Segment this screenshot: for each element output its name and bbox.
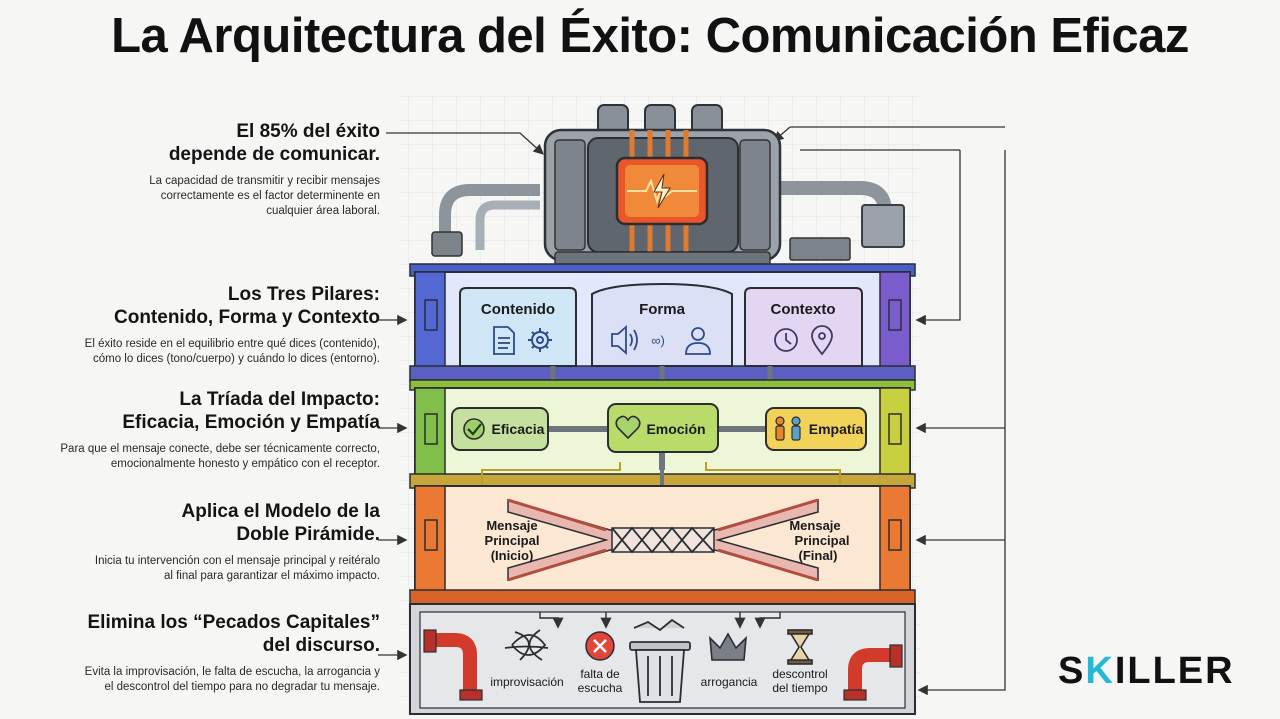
section-heading: Eficacia, Emoción y Empatía (122, 412, 380, 433)
section-body: Inicia tu intervención con el mensaje pr… (94, 555, 380, 567)
section-triad: La Tríada del Impacto:Eficacia, Emoción … (20, 388, 380, 472)
triad-emocion: Emoción (607, 403, 719, 453)
pyramid-label-right: Mensaje Principal (Final) (789, 518, 849, 563)
level-pillars: Contenido Forma ∞) Contexto (409, 263, 916, 381)
section-body: La capacidad de transmitir y recibir men… (149, 175, 380, 187)
sin-label: arrogancia (701, 675, 758, 689)
section-heading: La Tríada del Impacto: (179, 389, 380, 410)
pillar-contenido: Contenido (459, 287, 577, 367)
tangle-icon (504, 629, 549, 661)
level-triad: Eficacia Emoción Empatía (409, 379, 916, 489)
pillar-forma: Forma ∞) (591, 282, 733, 367)
red-pipe-left (423, 629, 483, 701)
sin-label: falta de (580, 667, 620, 681)
section-body: el descontrol del tiempo para no degrada… (104, 681, 380, 693)
hourglass-icon (787, 629, 813, 665)
triad-label: Eficacia (492, 421, 545, 437)
section-heading: Contenido, Forma y Contexto (114, 307, 380, 328)
red-pipe-right (843, 644, 903, 701)
page-title: La Arquitectura del Éxito: Comunicación … (111, 9, 1189, 63)
section-pillars: Los Tres Pilares:Contenido, Forma y Cont… (20, 283, 380, 367)
section-body: cómo lo dices (tono/cuerpo) y cuándo lo … (92, 353, 380, 365)
section-heading: Elimina los “Pecados Capitales” (87, 612, 381, 633)
document-icon (493, 326, 515, 355)
x-circle-icon (585, 631, 615, 661)
logo-text: ILLER (1114, 650, 1235, 692)
triad-empatia: Empatía (765, 407, 867, 451)
heart-icon (615, 415, 641, 440)
section-heading: depende de comunicar. (168, 144, 380, 165)
section-heading: del discurso. (262, 635, 380, 656)
engine (431, 104, 905, 267)
pyramid-label: (Final) (799, 548, 838, 563)
level-pyramid: Mensaje Principal (Inicio) Mensaje Princ… (409, 485, 916, 605)
people-icon (775, 416, 801, 441)
section-body: emocionalmente honesto y empático con el… (110, 458, 380, 470)
pyramid-label: Principal (485, 533, 540, 548)
pillar-contexto: Contexto (744, 287, 863, 367)
sin-label: improvisación (490, 675, 563, 689)
logo-text: S (1058, 650, 1086, 692)
section-body: El éxito reside en el equilibrio entre q… (84, 338, 380, 350)
triad-label: Emoción (646, 421, 705, 437)
waves-icon: ∞) (651, 333, 665, 348)
section-heading: Aplica el Modelo de la (181, 501, 381, 522)
section-body: Para que el mensaje conecte, debe ser té… (60, 443, 380, 455)
pyramid-label: Mensaje (789, 518, 840, 533)
section-heading: Doble Pirámide. (236, 524, 380, 545)
logo-text: K (1085, 650, 1115, 692)
section-body: cualquier área laboral. (266, 205, 380, 217)
clock-icon (774, 328, 798, 352)
check-icon (463, 418, 485, 440)
pillar-label: Contenido (481, 301, 555, 318)
pyramid-label: Principal (795, 533, 850, 548)
triad-eficacia: Eficacia (451, 407, 549, 451)
pillar-label: Contexto (771, 301, 836, 318)
triad-label: Empatía (809, 421, 864, 437)
sin-label: del tiempo (772, 681, 828, 695)
section-heading: Los Tres Pilares: (227, 284, 380, 305)
section-body: correctamente es el factor determinente … (160, 190, 380, 202)
section-heading: El 85% del éxito (236, 121, 380, 142)
person-icon (685, 327, 711, 355)
sin-label: descontrol (772, 667, 827, 681)
pillar-label: Forma (639, 301, 686, 318)
location-pin-icon (811, 325, 833, 356)
double-pyramid-girder (507, 498, 819, 582)
gear-icon (528, 328, 552, 352)
pyramid-label: (Inicio) (491, 548, 534, 563)
section-body: al final para garantizar el máximo impac… (163, 570, 380, 582)
section-body: Evita la improvisación, le falta de escu… (84, 666, 380, 678)
section-sins: Elimina los “Pecados Capitales”del discu… (30, 611, 380, 695)
connector-lines (378, 126, 1006, 696)
sin-label: escucha (578, 681, 623, 695)
pyramid-label: Mensaje (486, 518, 537, 533)
skiller-logo: SKILLER (1058, 650, 1235, 693)
crown-icon (709, 632, 747, 661)
level-sins: improvisación falta de escucha arroganci… (409, 603, 916, 715)
pyramid-label-left: Mensaje Principal (Inicio) (485, 518, 540, 563)
trash-can-icon (629, 618, 691, 703)
speaker-icon (611, 325, 638, 355)
